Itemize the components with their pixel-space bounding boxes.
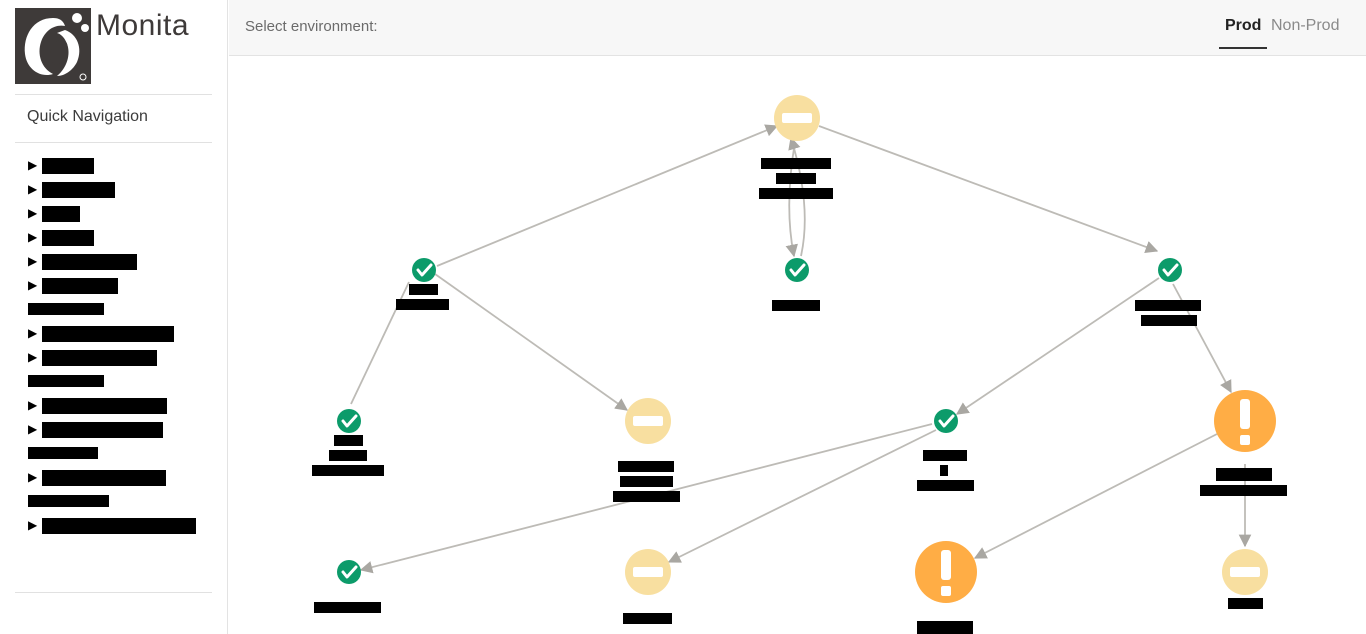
service-node[interactable] (1222, 549, 1268, 609)
node-label (623, 613, 672, 624)
divider (15, 142, 212, 143)
node-label (620, 476, 673, 487)
expand-arrow-icon[interactable]: ▶ (28, 398, 38, 412)
ok-icon (337, 409, 361, 433)
edge (818, 125, 1159, 253)
node-label (314, 602, 381, 613)
nav-item-label[interactable] (42, 398, 167, 414)
service-node[interactable] (917, 409, 974, 491)
warning-icon (915, 541, 977, 603)
ok-icon (412, 258, 436, 282)
service-node[interactable] (396, 258, 449, 310)
expand-arrow-icon[interactable]: ▶ (28, 350, 38, 364)
expand-arrow-icon[interactable]: ▶ (28, 158, 38, 172)
environment-bar: Select environment: Prod Non-Prod (229, 0, 1366, 56)
edge (436, 124, 779, 267)
node-label (759, 188, 833, 199)
service-dependency-graph[interactable] (229, 56, 1366, 634)
service-node[interactable] (312, 409, 384, 476)
nav-item-label[interactable] (42, 206, 80, 222)
divider (15, 592, 212, 593)
expand-arrow-icon[interactable]: ▶ (28, 206, 38, 220)
node-label (940, 465, 948, 476)
nav-item-label[interactable] (42, 518, 196, 534)
expand-arrow-icon[interactable]: ▶ (28, 254, 38, 268)
node-label (776, 173, 816, 184)
expand-arrow-icon[interactable]: ▶ (28, 518, 38, 532)
service-node[interactable] (314, 560, 381, 613)
quick-navigation-heading: Quick Navigation (27, 108, 148, 125)
node-label (613, 491, 680, 502)
node-label (917, 480, 974, 491)
node-label (618, 461, 674, 472)
nav-item-label[interactable] (42, 326, 174, 342)
service-node[interactable] (772, 258, 820, 311)
nav-item-label[interactable] (42, 422, 163, 438)
nav-item-label[interactable] (28, 303, 104, 315)
node-label (1135, 300, 1201, 311)
expand-arrow-icon[interactable]: ▶ (28, 278, 38, 292)
expand-arrow-icon[interactable]: ▶ (28, 422, 38, 436)
node-label (761, 158, 831, 169)
tab-non-prod[interactable]: Non-Prod (1271, 17, 1340, 34)
node-label (1200, 485, 1287, 496)
inactive-icon (625, 549, 671, 595)
nav-item-label[interactable] (42, 158, 94, 174)
inactive-icon (774, 95, 820, 141)
tab-prod[interactable]: Prod (1219, 17, 1268, 49)
service-node[interactable] (613, 398, 680, 502)
node-label (312, 465, 384, 476)
edge (785, 141, 798, 258)
environment-label: Select environment: (245, 18, 378, 35)
warning-icon (1214, 390, 1276, 452)
ok-icon (337, 560, 361, 584)
edge (955, 277, 1160, 415)
node-label (1228, 598, 1263, 609)
nav-item-label[interactable] (42, 182, 115, 198)
edge (973, 433, 1218, 559)
expand-arrow-icon[interactable]: ▶ (28, 182, 38, 196)
sidebar: Monita Quick Navigation ▶ ▶ ▶ ▶ ▶ ▶ ▶ ▶ … (0, 0, 228, 634)
expand-arrow-icon[interactable]: ▶ (28, 230, 38, 244)
divider (15, 94, 212, 95)
nav-item-label[interactable] (42, 278, 118, 294)
inactive-icon (625, 398, 671, 444)
nav-item-label[interactable] (28, 495, 109, 507)
service-node[interactable] (915, 541, 977, 634)
node-label (772, 300, 820, 311)
service-node[interactable] (623, 549, 672, 624)
node-label (1141, 315, 1197, 326)
expand-arrow-icon[interactable]: ▶ (28, 470, 38, 484)
nav-item-label[interactable] (28, 375, 104, 387)
node-label (329, 450, 367, 461)
edge (434, 273, 629, 411)
node-label (923, 450, 967, 461)
nav-item-label[interactable] (28, 447, 98, 459)
service-node[interactable] (1135, 258, 1201, 326)
brand[interactable]: Monita (15, 8, 215, 86)
service-node[interactable] (759, 95, 833, 199)
ok-icon (1158, 258, 1182, 282)
node-label (917, 621, 973, 634)
node-label (1216, 468, 1272, 481)
expand-arrow-icon[interactable]: ▶ (28, 326, 38, 340)
node-label (396, 299, 449, 310)
nav-item-label[interactable] (42, 350, 157, 366)
nav-item-label[interactable] (42, 230, 94, 246)
inactive-icon (1222, 549, 1268, 595)
edge (788, 136, 806, 257)
nav-item-label[interactable] (42, 254, 137, 270)
app-title: Monita (96, 9, 190, 42)
node-label (334, 435, 363, 446)
node-label (409, 284, 438, 295)
edge (667, 429, 937, 563)
logo-icon[interactable] (15, 8, 91, 84)
service-node[interactable] (1200, 390, 1287, 496)
ok-icon (934, 409, 958, 433)
nav-item-label[interactable] (42, 470, 166, 486)
ok-icon (785, 258, 809, 282)
